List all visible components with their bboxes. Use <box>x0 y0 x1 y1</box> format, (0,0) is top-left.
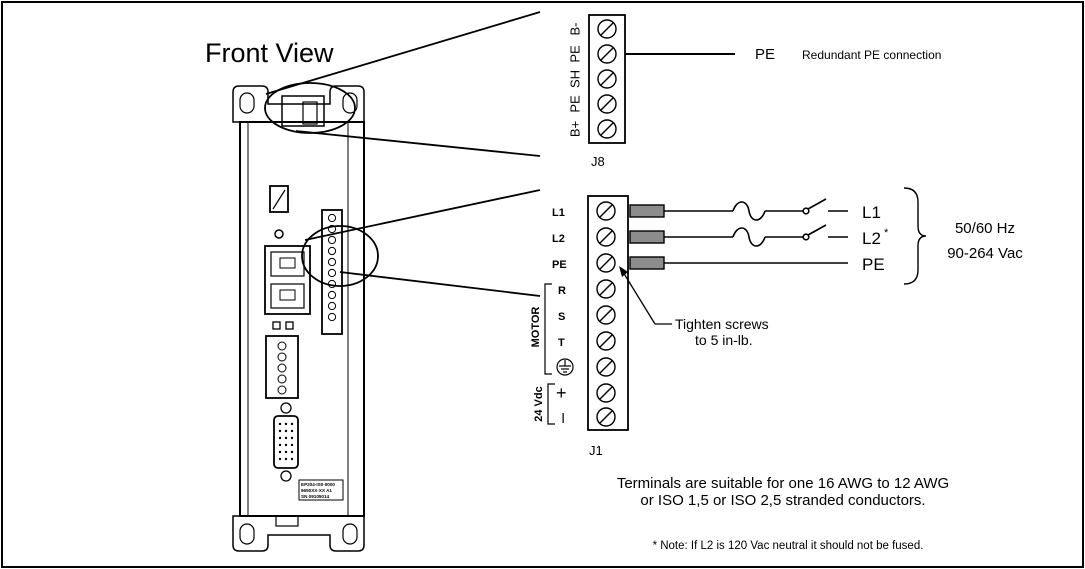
line-label-pe: PE <box>862 255 885 274</box>
db26-connector <box>273 415 299 469</box>
device-label-line1: EP204-IS0-0000 <box>301 482 335 487</box>
db-screw-top <box>280 402 292 414</box>
j8-pe-note: Redundant PE connection <box>802 48 941 62</box>
callout-lines <box>265 11 541 297</box>
io-connector <box>265 335 299 399</box>
rj45-port-lower <box>270 283 305 309</box>
j1-pin-label-l1: L1 <box>552 207 565 219</box>
io-connector-pins <box>277 341 287 395</box>
j1-pin-label-s: S <box>558 311 565 323</box>
j8-pin-label-b-minus: B- <box>567 23 582 36</box>
l1-wire <box>664 198 848 221</box>
front-view-title: Front View <box>205 38 334 68</box>
rj45-port-lower-jack <box>279 289 296 301</box>
power-switch <box>269 185 289 213</box>
j1-connector: L1 L2 PE R S T MOTOR 24 Vdc + – <box>530 187 1023 458</box>
j8-pin-label-pe: PE <box>567 45 582 63</box>
j8-pin-label-pe-2: PE <box>567 95 582 113</box>
supply-frequency: 50/60 Hz <box>955 220 1015 237</box>
led-square-2 <box>285 321 294 330</box>
top-slot-left <box>239 92 255 114</box>
terminals-note-line1: Terminals are suitable for one 16 AWG to… <box>617 475 949 492</box>
motor-bracket <box>544 283 552 375</box>
footnote: * Note: If L2 is 120 Vac neutral it shou… <box>653 540 924 552</box>
l2-wire <box>664 224 848 247</box>
bottom-slot-right <box>342 523 358 545</box>
line-label-l2: L2 <box>862 229 881 248</box>
rj45-port-upper-jack <box>279 257 296 269</box>
j1-screws <box>596 201 616 427</box>
bottom-flange <box>232 515 365 552</box>
supply-voltage: 90-264 Vac <box>947 245 1023 262</box>
j8-pin-label-b-plus: B+ <box>567 121 582 137</box>
terminals-note-line2: or ISO 1,5 or ISO 2,5 stranded conductor… <box>640 492 925 509</box>
bottom-slot-left <box>239 523 255 545</box>
torque-leader <box>622 271 672 325</box>
line-label-l2-asterisk: * <box>884 227 889 239</box>
j1-callout-line-bottom <box>339 271 541 297</box>
torque-note-line1: Tighten screws <box>675 316 769 332</box>
j8-connector: B- PE SH PE B+ PE Redundant PE connectio… <box>567 14 941 169</box>
j8-screws <box>597 19 617 139</box>
torque-arrowhead <box>619 266 628 277</box>
j8-pin-label-sh: SH <box>567 70 582 88</box>
line-label-l1: L1 <box>862 203 881 222</box>
j8-connector-body <box>588 14 626 144</box>
j1-side-connector-pins <box>327 213 337 322</box>
device-label-line2: 9650XX-XX A1 <box>301 488 332 493</box>
j1-pin-label-r: R <box>558 285 566 297</box>
j1-callout-circle <box>301 225 379 287</box>
device-label-box <box>298 479 344 501</box>
drive-front-view <box>232 82 379 552</box>
motor-group-label: MOTOR <box>530 307 542 348</box>
rj45-ports <box>264 245 311 315</box>
top-slot-right <box>342 92 358 114</box>
supply-brace <box>903 187 927 285</box>
j1-pin-label-pe: PE <box>552 259 567 271</box>
db26-pins <box>278 422 294 461</box>
j8-label: J8 <box>591 154 605 169</box>
j1-callout-line-top <box>304 189 541 241</box>
j1-pin-label-l2: L2 <box>552 233 565 245</box>
vdc-group-label: 24 Vdc <box>533 386 545 421</box>
torque-note-line2: to 5 in-lb. <box>695 332 753 348</box>
device-label-line3: SN 09105014 <box>301 494 330 499</box>
j1-pin-label-t: T <box>558 337 565 349</box>
j1-connector-body <box>587 195 629 431</box>
status-led <box>274 229 284 239</box>
ferrules <box>629 204 665 270</box>
db-screw-bottom <box>280 470 292 482</box>
vdc-plus-label: + <box>556 383 567 403</box>
j8-top-connector <box>281 95 325 127</box>
power-switch-face <box>272 189 286 210</box>
led-square-1 <box>272 321 281 330</box>
vdc-bracket <box>547 383 555 425</box>
j8-top-connector-plug <box>302 101 318 125</box>
ground-symbol <box>556 358 574 376</box>
top-flange <box>232 85 365 123</box>
j8-callout-line-top <box>265 11 541 95</box>
j8-callout-line-bottom <box>295 130 541 157</box>
j1-label: J1 <box>589 443 603 458</box>
vdc-minus-label: – <box>554 413 574 423</box>
device-label-text: EP204-IS0-0000 9650XX-XX A1 SN 09105014 <box>301 482 335 499</box>
ground-stud <box>275 515 299 527</box>
j8-pe-label: PE <box>755 46 775 63</box>
